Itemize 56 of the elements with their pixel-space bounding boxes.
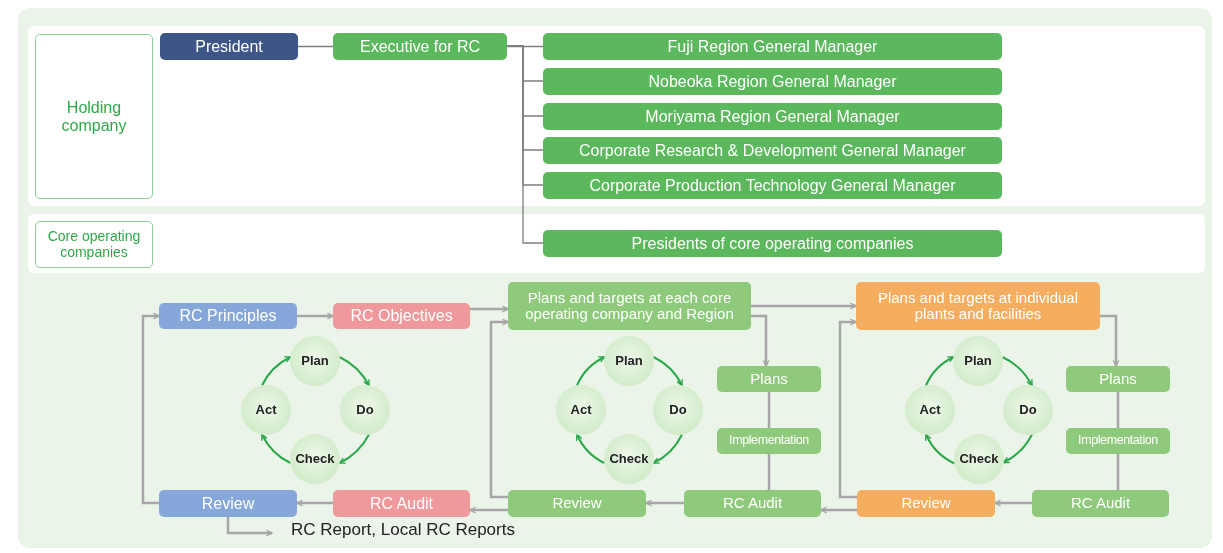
arrow [226,517,273,537]
arrow [296,499,333,507]
note-text: RC Report, Local RC Reports [272,521,534,545]
process-box: Review [857,490,995,517]
role-box: Presidents of core operating companies [543,230,1002,257]
connector-line [297,45,334,48]
process-box: Review [159,490,297,517]
arrow [751,302,857,310]
process-box: RC Audit [684,490,821,517]
arrow [469,506,508,514]
group-label-box: Holding company [35,34,153,199]
arrow [820,506,857,514]
connector-line [1116,454,1120,490]
arrow [261,433,292,464]
arrow [338,356,370,387]
role-box: Executive for RC [333,33,507,60]
arrow [838,318,857,499]
role-box: Corporate Production Technology General Manager [543,172,1002,199]
arrow [297,312,334,320]
process-box: Implementation [1066,428,1170,454]
process-box: Implementation [717,428,821,454]
process-box: RC Principles [159,303,297,329]
arrow [576,433,606,464]
process-box: RC Audit [333,490,470,517]
connector-line [1116,392,1120,428]
arrow [489,318,509,499]
arrow [576,356,606,387]
role-box: Fuji Region General Manager [543,33,1002,60]
arrow [652,356,683,387]
process-box: RC Audit [1032,490,1169,517]
connector-line [767,392,771,428]
arrow [470,305,509,313]
arrow [925,433,956,465]
group-label-box: Core operating companies [35,221,153,268]
arrow [652,433,683,464]
arrow [338,433,370,464]
arrow [1002,433,1033,464]
connector-line [767,454,771,490]
arrow [1001,356,1033,387]
arrow [751,314,770,367]
process-box: RC Objectives [333,303,470,329]
role-box: Nobeoka Region General Manager [543,68,1002,95]
process-box: Plans [717,366,821,392]
role-box: President [160,33,298,60]
role-box: Moriyama Region General Manager [543,103,1002,130]
arrow [261,356,292,387]
arrow [994,499,1032,507]
arrow [1100,314,1120,367]
arrow [141,312,160,505]
process-box: Plans [1066,366,1170,392]
process-box: Plans and targets at individual plants and facilities [856,282,1100,330]
arrow [925,356,955,387]
role-box: Corporate Research & Development General Manager [543,137,1002,164]
arrow [645,499,684,507]
process-box: Review [508,490,646,517]
process-box: Plans and targets at each core operating company and Region [508,282,751,330]
